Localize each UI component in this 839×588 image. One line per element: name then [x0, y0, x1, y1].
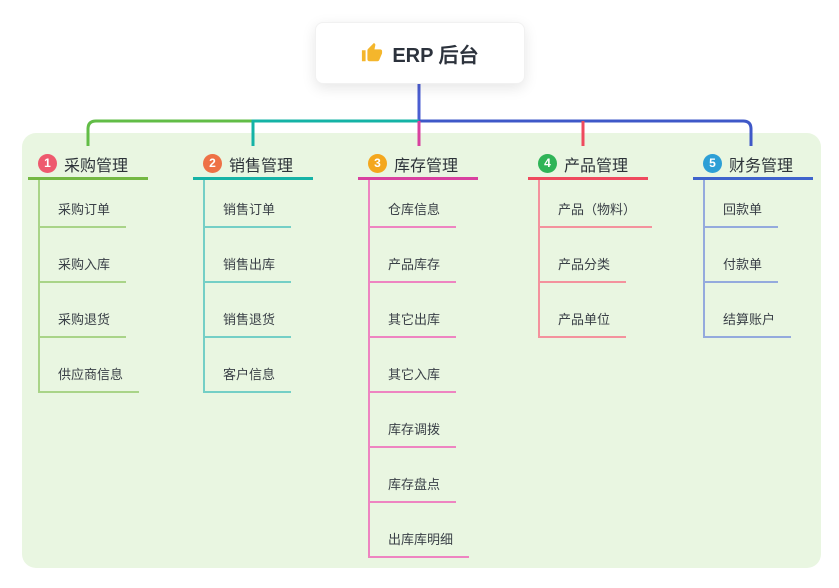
branch-label: 销售管理: [229, 157, 294, 175]
branch-header[interactable]: 3 库存管理: [358, 146, 478, 180]
child-node-label: 回款单: [705, 199, 779, 228]
branch-label: 库存管理: [394, 157, 459, 175]
child-node[interactable]: 结算账户: [705, 283, 792, 338]
child-node[interactable]: 付款单: [705, 228, 791, 283]
thumbs-up-icon: [362, 42, 383, 62]
child-node-label: 采购退货: [40, 309, 127, 338]
root-node-erp[interactable]: ERP 后台: [315, 22, 525, 84]
child-node-label: 其它入库: [370, 364, 457, 393]
child-node[interactable]: 销售订单: [205, 180, 292, 228]
branch-children: 销售订单销售出库销售退货客户信息: [203, 180, 292, 393]
branch-children: 采购订单采购入库采购退货供应商信息: [38, 180, 140, 393]
branch-1: 1 采购管理 采购订单采购入库采购退货供应商信息: [28, 146, 148, 393]
child-node-label: 销售退货: [205, 309, 292, 338]
child-node-label: 销售出库: [205, 254, 292, 283]
child-node[interactable]: 采购入库: [40, 228, 139, 283]
child-node[interactable]: 销售出库: [205, 228, 292, 283]
branch-header[interactable]: 1 采购管理: [28, 146, 148, 180]
child-node[interactable]: 产品单位: [540, 283, 652, 338]
child-node-label: 采购入库: [40, 254, 127, 283]
branch-header[interactable]: 2 销售管理: [193, 146, 313, 180]
branch-header[interactable]: 4 产品管理: [528, 146, 648, 180]
branch-label: 财务管理: [729, 157, 794, 175]
child-node-label: 产品库存: [370, 254, 457, 283]
branch-3: 3 库存管理 仓库信息产品库存其它出库其它入库库存调拨库存盘点出库库明细: [358, 146, 478, 558]
child-node[interactable]: 采购订单: [40, 180, 139, 228]
branch-label: 产品管理: [564, 157, 629, 175]
root-node-title: ERP 后台: [392, 44, 479, 67]
branch-children: 产品（物料） 产品分类产品单位: [538, 180, 653, 338]
branch-label: 采购管理: [64, 157, 129, 175]
branch-5: 5 财务管理 回款单付款单结算账户: [693, 146, 813, 338]
child-node-label: 客户信息: [205, 364, 292, 393]
child-node-label: 采购订单: [40, 199, 127, 228]
child-node[interactable]: 出库库明细: [370, 503, 470, 558]
child-node[interactable]: 销售退货: [205, 283, 292, 338]
branch-header[interactable]: 5 财务管理: [693, 146, 813, 180]
branch-children: 仓库信息产品库存其它出库其它入库库存调拨库存盘点出库库明细: [368, 180, 470, 558]
child-node-label: 库存盘点: [370, 474, 457, 503]
child-node-label: 销售订单: [205, 199, 292, 228]
child-node-label: 产品（物料）: [540, 199, 653, 228]
child-node[interactable]: 产品（物料）: [540, 180, 653, 228]
child-node-label: 出库库明细: [370, 529, 470, 558]
child-node-label: 仓库信息: [370, 199, 457, 228]
child-node[interactable]: 采购退货: [40, 283, 139, 338]
child-node-label: 结算账户: [705, 309, 792, 338]
child-node[interactable]: 回款单: [705, 180, 791, 228]
branch-number-badge: 4: [538, 154, 557, 173]
branch-number-badge: 1: [38, 154, 57, 173]
child-node[interactable]: 其它出库: [370, 283, 469, 338]
child-node-label: 库存调拨: [370, 419, 457, 448]
child-node-label: 付款单: [705, 254, 779, 283]
child-node[interactable]: 产品分类: [540, 228, 652, 283]
child-node-label: 产品单位: [540, 309, 627, 338]
child-node[interactable]: 其它入库: [370, 338, 469, 393]
branch-number-badge: 5: [703, 154, 722, 173]
branch-number-badge: 3: [368, 154, 387, 173]
child-node-label: 产品分类: [540, 254, 627, 283]
child-node[interactable]: 产品库存: [370, 228, 469, 283]
branch-children: 回款单付款单结算账户: [703, 180, 792, 338]
child-node[interactable]: 供应商信息: [40, 338, 140, 393]
child-node-label: 其它出库: [370, 309, 457, 338]
child-node-label: 供应商信息: [40, 364, 140, 393]
child-node[interactable]: 库存调拨: [370, 393, 469, 448]
branch-4: 4 产品管理 产品（物料） 产品分类产品单位: [528, 146, 653, 338]
child-node[interactable]: 仓库信息: [370, 180, 469, 228]
child-node[interactable]: 库存盘点: [370, 448, 469, 503]
branch-2: 2 销售管理 销售订单销售出库销售退货客户信息: [193, 146, 313, 393]
mindmap-background-panel: [22, 133, 821, 568]
child-node[interactable]: 客户信息: [205, 338, 292, 393]
branch-number-badge: 2: [203, 154, 222, 173]
